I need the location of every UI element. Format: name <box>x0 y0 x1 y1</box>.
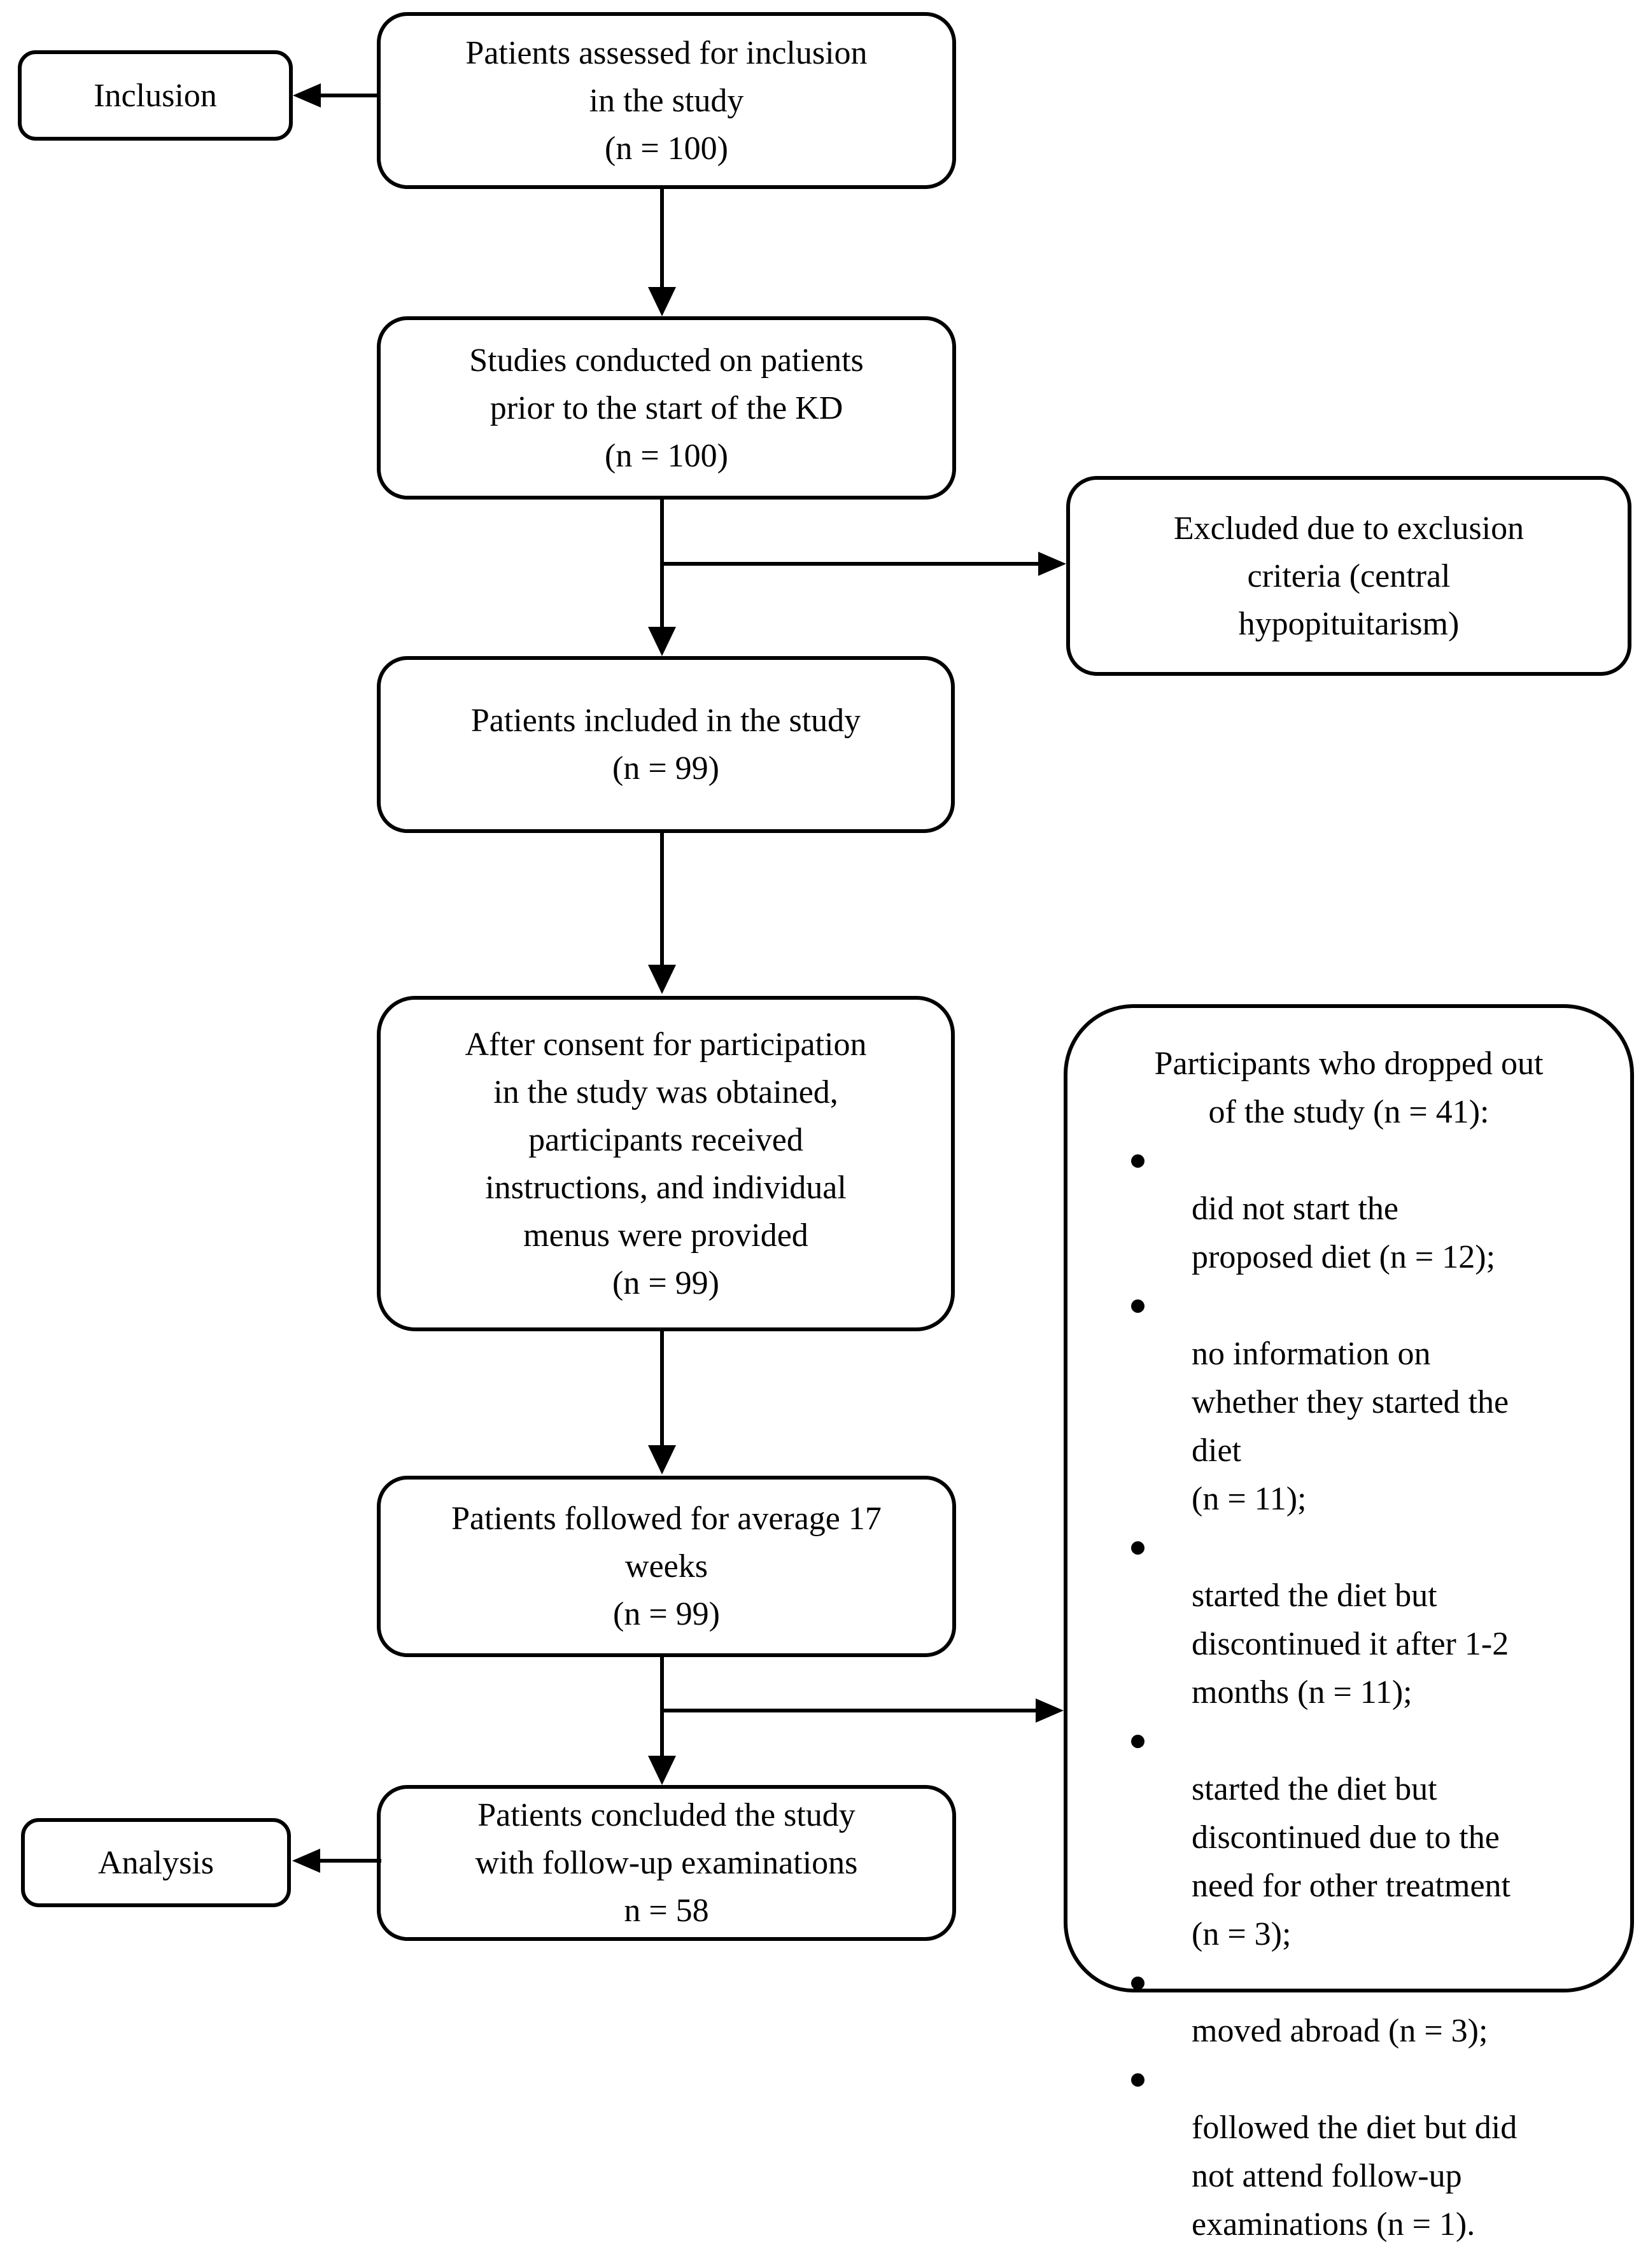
consent-box: After consent for participation in the s… <box>377 996 955 1331</box>
assessed-box: Patients assessed for inclusion in the s… <box>377 12 956 189</box>
dropout-item-text: started the diet but discontinued it aft… <box>1192 1578 1509 1711</box>
dropout-item-text: started the diet but discontinued due to… <box>1192 1771 1511 1952</box>
inclusion-stage-label: Inclusion <box>94 77 217 114</box>
dropout-item-text: moved abroad (n = 3); <box>1192 2013 1488 2049</box>
excluded-text: Excluded due to exclusion criteria (cent… <box>1173 510 1525 642</box>
arrowhead-into-followed <box>648 1445 676 1474</box>
arrowhead-into-prekd <box>648 287 676 316</box>
included-text: Patients included in the study (n = 99) <box>470 703 861 787</box>
arrowhead-into-excluded <box>1038 552 1066 576</box>
connector-included-to-consent <box>660 833 664 965</box>
concluded-text: Patients concluded the study with follow… <box>475 1797 858 1929</box>
connector-consent-to-followed <box>660 1331 664 1446</box>
arrowhead-into-inclusion <box>293 83 321 108</box>
connector-branch-to-excluded <box>660 562 1039 566</box>
arrowhead-into-dropout <box>1036 1698 1064 1723</box>
arrowhead-into-analysis <box>292 1849 320 1873</box>
dropout-list: did not start the proposed diet (n = 12)… <box>1101 1137 1597 2249</box>
included-box: Patients included in the study (n = 99) <box>377 656 955 833</box>
dropout-list-item: moved abroad (n = 3); <box>1101 1959 1597 2055</box>
dropout-list-item: no information on whether they started t… <box>1101 1282 1597 1523</box>
flow-diagram: Inclusion Analysis Patients assessed for… <box>18 12 1634 2243</box>
connector-assessed-to-inclusion <box>318 94 379 97</box>
dropout-item-text: followed the diet but did not attend fol… <box>1192 2110 1518 2243</box>
analysis-stage-label: Analysis <box>98 1844 214 1881</box>
connector-assessed-to-prekd <box>660 189 664 290</box>
dropout-list-item: started the diet but discontinued it aft… <box>1101 1523 1597 1717</box>
inclusion-stage-box: Inclusion <box>18 50 293 141</box>
pre-kd-studies-box: Studies conducted on patients prior to t… <box>377 316 956 500</box>
concluded-box: Patients concluded the study with follow… <box>377 1785 956 1941</box>
dropout-item-text: did not start the proposed diet (n = 12)… <box>1192 1191 1496 1275</box>
dropout-list-item: did not start the proposed diet (n = 12)… <box>1101 1137 1597 1282</box>
dropout-box: Participants who dropped out of the stud… <box>1064 1004 1634 2243</box>
arrowhead-into-consent <box>648 965 676 994</box>
followed-text: Patients followed for average 17 weeks (… <box>451 1501 882 1632</box>
analysis-stage-box: Analysis <box>21 1818 291 1907</box>
consent-text: After consent for participation in the s… <box>465 1026 867 1301</box>
dropout-list-item: followed the diet but did not attend fol… <box>1101 2055 1597 2249</box>
pre-kd-studies-text: Studies conducted on patients prior to t… <box>469 342 864 474</box>
connector-followed-to-concluded <box>660 1657 664 1756</box>
arrowhead-into-concluded <box>648 1756 676 1785</box>
connector-branch-to-dropout <box>660 1709 1037 1712</box>
assessed-text: Patients assessed for inclusion in the s… <box>465 34 868 167</box>
arrowhead-into-included <box>648 627 676 656</box>
connector-concluded-to-analysis <box>320 1859 381 1863</box>
excluded-box: Excluded due to exclusion criteria (cent… <box>1066 476 1631 676</box>
dropout-list-item: started the diet but discontinued due to… <box>1101 1717 1597 1959</box>
followed-box: Patients followed for average 17 weeks (… <box>377 1476 956 1657</box>
dropout-item-text: no information on whether they started t… <box>1192 1336 1509 1517</box>
dropout-title: Participants who dropped out of the stud… <box>1154 1046 1544 1130</box>
dropout-content: Participants who dropped out of the stud… <box>1067 1008 1630 2268</box>
